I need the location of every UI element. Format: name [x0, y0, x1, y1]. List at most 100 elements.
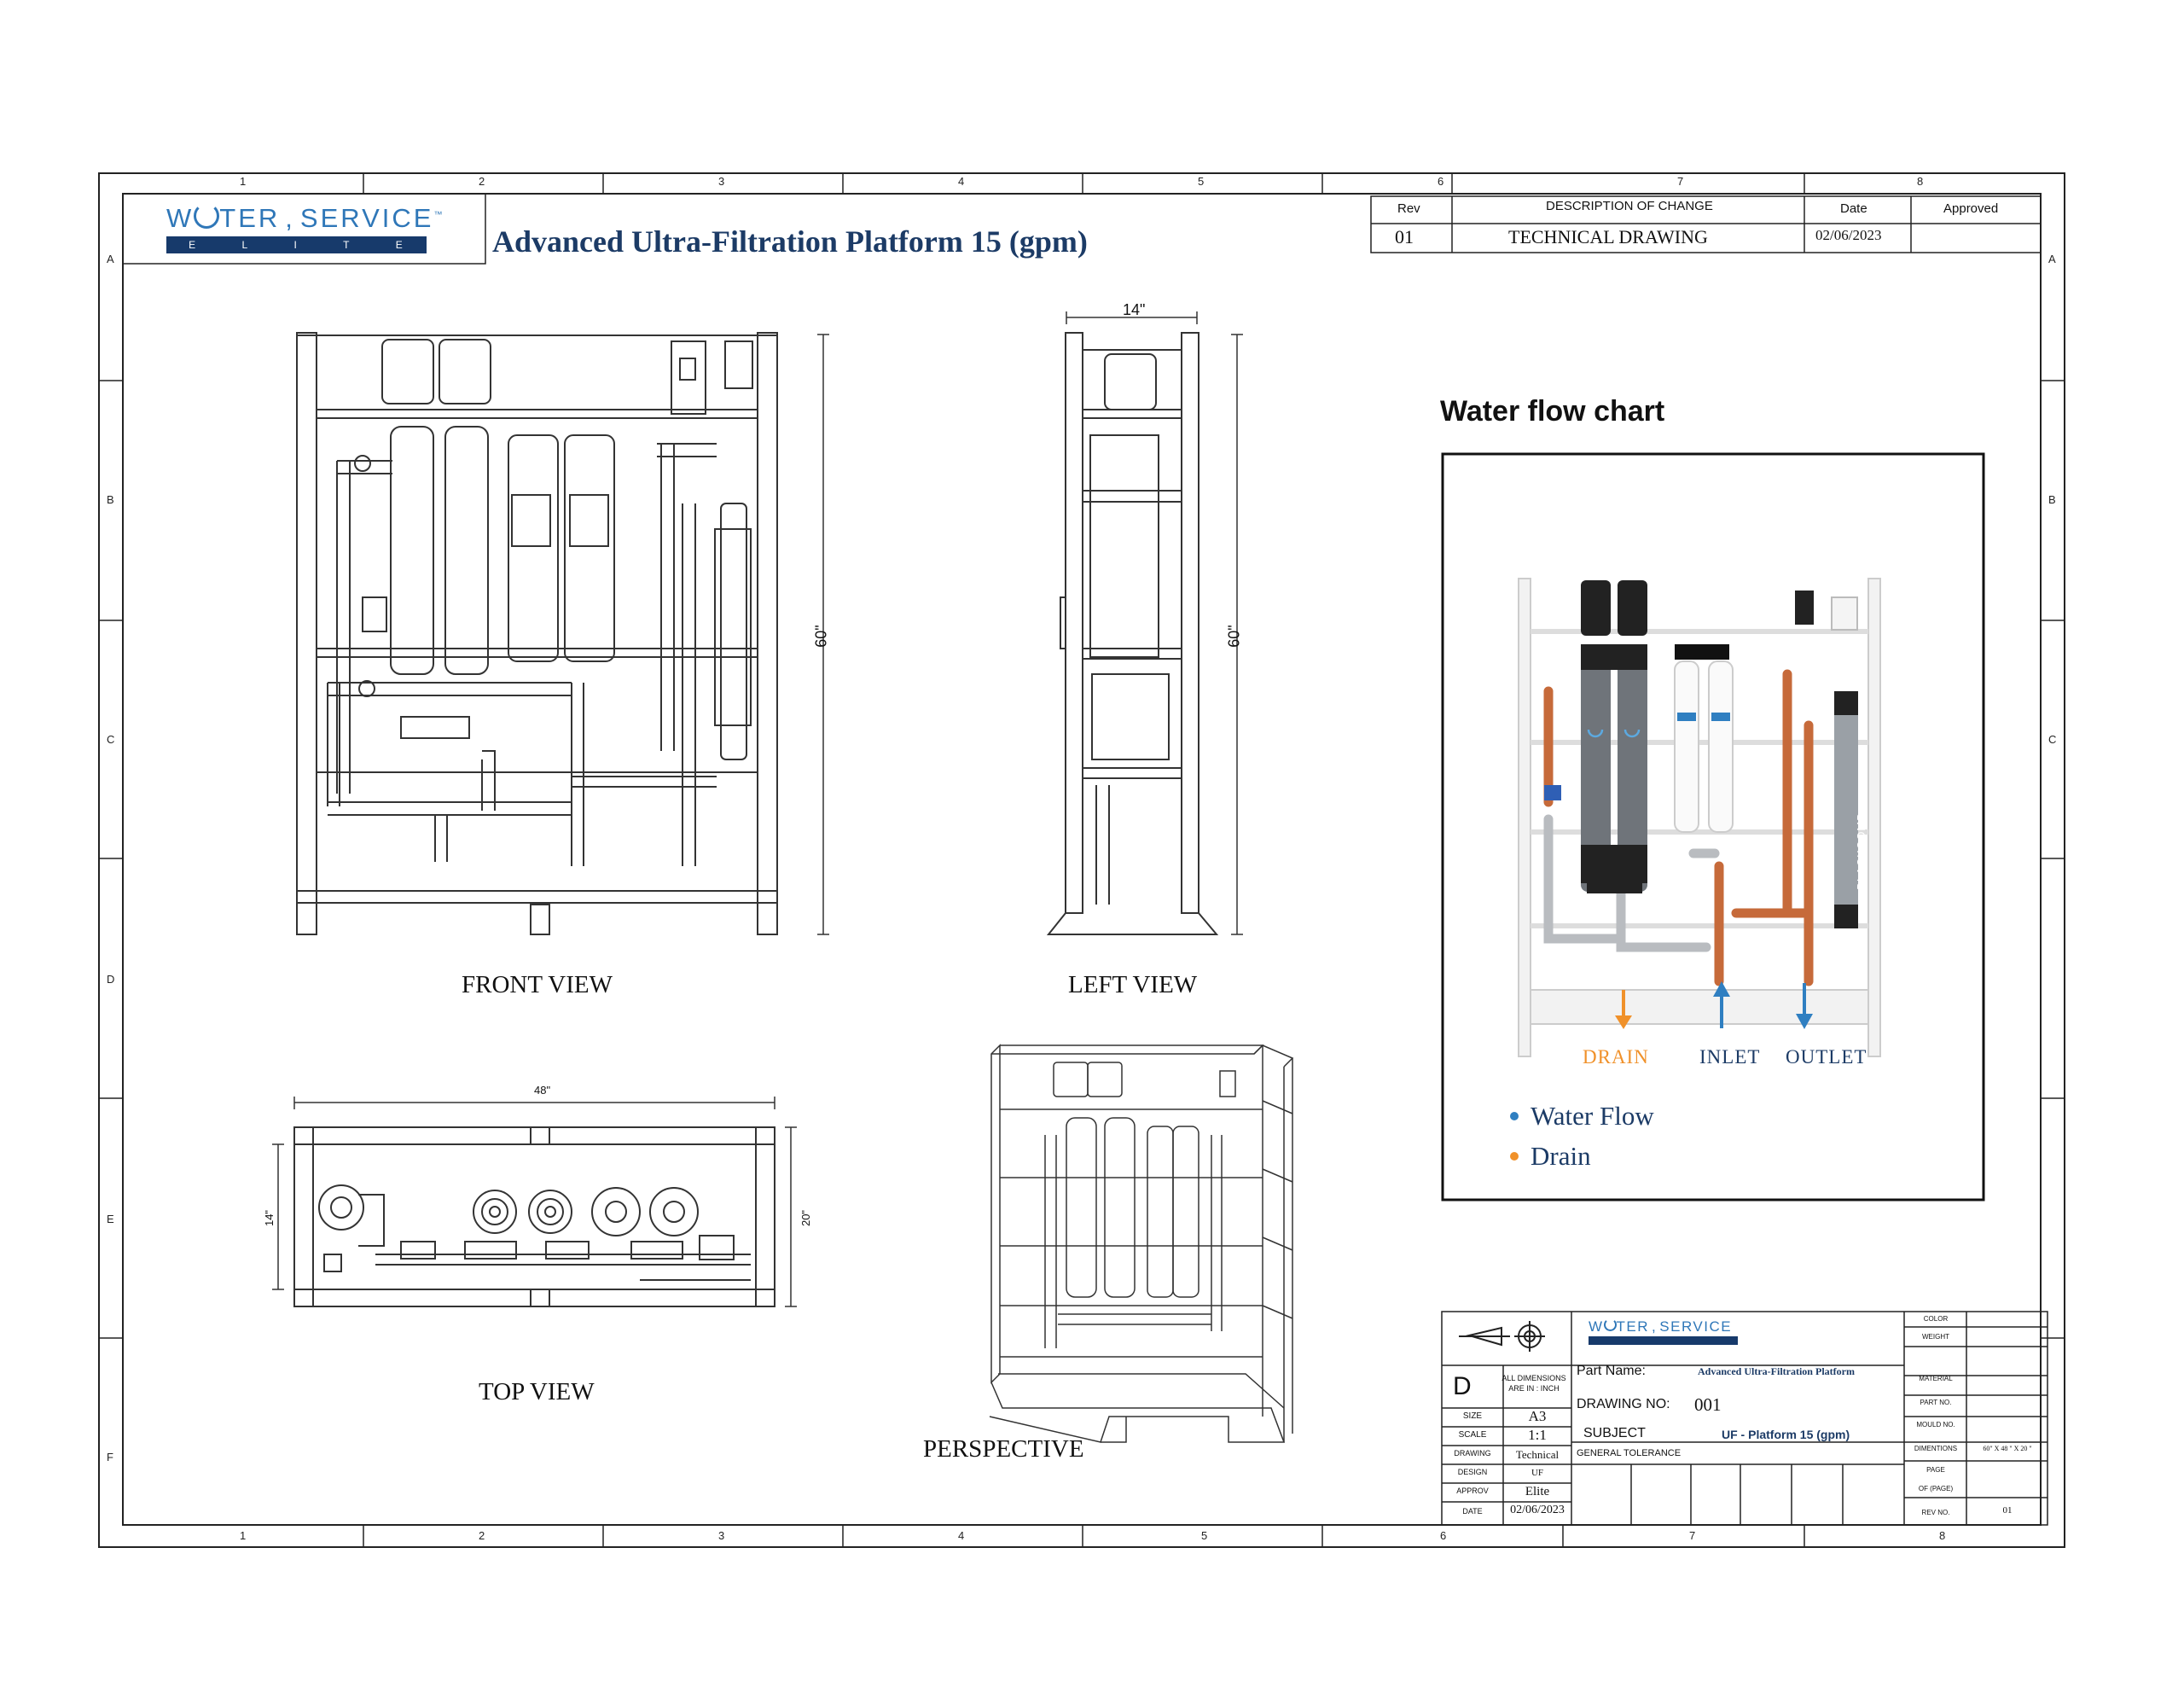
logo-tm: ™: [433, 210, 445, 220]
sheet-size-letter: D: [1453, 1372, 1472, 1400]
description-value: TECHNICAL DRAWING: [1508, 226, 1708, 247]
zone-bottom-8: 8: [1939, 1529, 1946, 1542]
general-tolerance-label: GENERAL TOLERANCE: [1577, 1448, 1682, 1458]
rev-value: 01: [1395, 226, 1414, 247]
left-width-dim: 14": [1123, 301, 1146, 318]
design-label: DESIGN: [1457, 1468, 1488, 1476]
approval-label: APPROV: [1456, 1487, 1489, 1495]
weight-label: WEIGHT: [1922, 1333, 1949, 1341]
rev-no-label: REV NO.: [1921, 1509, 1950, 1516]
zone-left-c: C: [107, 733, 115, 746]
design-value: UF: [1531, 1468, 1544, 1478]
left-view-label: LEFT VIEW: [1068, 971, 1198, 998]
drawing-title: Advanced Ultra-Filtration Platform 15 (g…: [492, 224, 1088, 259]
rev-header: Rev: [1397, 201, 1420, 216]
zone-top-6: 6: [1438, 175, 1444, 188]
date-value: 02/06/2023: [1815, 227, 1882, 243]
drain-label: DRAIN: [1583, 1046, 1649, 1068]
part-name-value: Advanced Ultra-Filtration Platform: [1698, 1365, 1855, 1377]
tb-logo-bar: [1589, 1336, 1738, 1345]
legend-water-flow: Water Flow: [1510, 1101, 1654, 1132]
part-name-label: Part Name:: [1577, 1364, 1646, 1378]
rev-no-value: 01: [2002, 1505, 2013, 1516]
dim-note-1: ALL DIMENSIONS: [1502, 1374, 1566, 1382]
drawing-type-value: Technical: [1515, 1448, 1560, 1461]
scale-value: 1:1: [1528, 1427, 1547, 1443]
subject-value: UF - Platform 15 (gpm): [1722, 1428, 1850, 1441]
dimensions-label: DIMENTIONS: [1914, 1445, 1958, 1452]
dimensions-value: 60" X 48 " X 20 ": [1983, 1445, 2032, 1452]
date-header: Date: [1840, 201, 1867, 216]
drain-dot-icon: [1510, 1152, 1519, 1161]
zone-top-5: 5: [1198, 175, 1205, 188]
logo-letter-w: W: [166, 203, 195, 233]
zone-left-b: B: [107, 493, 114, 506]
zone-top-2: 2: [479, 175, 485, 188]
size-value: A3: [1528, 1408, 1547, 1424]
perspective-label: PERSPECTIVE: [923, 1435, 1084, 1463]
tb-logo-w: W: [1589, 1318, 1604, 1335]
zone-bottom-1: 1: [240, 1529, 247, 1542]
top-view-drawing: [293, 1126, 775, 1307]
page-label: PAGE: [1926, 1466, 1945, 1474]
front-view-label: FRONT VIEW: [462, 971, 613, 998]
drawing-no-label: DRAWING NO:: [1577, 1397, 1670, 1411]
zone-left-f: F: [107, 1451, 113, 1463]
legend-water-flow-label: Water Flow: [1531, 1101, 1654, 1131]
zone-left-e: E: [107, 1213, 114, 1225]
zone-bottom-7: 7: [1689, 1529, 1696, 1542]
description-header: DESCRIPTION OF CHANGE: [1546, 199, 1713, 213]
logo-bar-letter: L: [241, 239, 250, 251]
perspective-drawing: [989, 1044, 1294, 1443]
flow-chart-title: Water flow chart: [1440, 395, 1665, 428]
water-drop-icon: [1603, 1318, 1617, 1331]
zone-right-c: C: [2048, 733, 2057, 746]
zone-left-d: D: [107, 973, 115, 986]
logo-bar-letter: T: [343, 239, 351, 251]
approval-value: Elite: [1525, 1485, 1550, 1498]
part-no-label: PART NO.: [1920, 1399, 1952, 1406]
zone-bottom-6: 6: [1440, 1529, 1447, 1542]
dim-note-2: ARE IN : INCH: [1508, 1384, 1560, 1393]
zone-top-4: 4: [958, 175, 965, 188]
drawing-no-value: 001: [1694, 1394, 1722, 1415]
zone-top-1: 1: [240, 175, 247, 188]
left-view-drawing: [1046, 332, 1219, 935]
zone-top-3: 3: [718, 175, 725, 188]
front-view-drawing: [296, 332, 778, 935]
drawing-type-label: DRAWING: [1454, 1449, 1491, 1458]
logo-elite-bar: E L I T E: [166, 236, 427, 253]
zone-bottom-2: 2: [479, 1529, 485, 1542]
zone-right-a: A: [2048, 253, 2056, 265]
logo-word-service: SERVICE: [299, 203, 434, 233]
legend-drain: Drain: [1510, 1141, 1591, 1172]
date-label: DATE: [1462, 1507, 1483, 1516]
zone-bottom-5: 5: [1201, 1529, 1208, 1542]
top-view-label: TOP VIEW: [479, 1378, 595, 1405]
material-label: MATERIAL: [1919, 1375, 1953, 1382]
zone-bottom-4: 4: [958, 1529, 965, 1542]
approved-header: Approved: [1943, 201, 1999, 216]
inlet-label: INLET: [1699, 1046, 1761, 1068]
water-flow-dot-icon: [1510, 1112, 1519, 1120]
of-page-label: OF (PAGE): [1918, 1485, 1954, 1492]
water-drop-icon: [194, 203, 220, 229]
logo-bar-letter: E: [395, 239, 404, 251]
tb-logo-ter: TER: [1616, 1318, 1650, 1335]
color-label: COLOR: [1923, 1315, 1949, 1323]
projection-symbol-icon: [1459, 1321, 1545, 1352]
zone-top-7: 7: [1677, 175, 1684, 188]
scale-label: SCALE: [1458, 1430, 1487, 1440]
zone-bottom-3: 3: [718, 1529, 725, 1542]
mould-no-label: MOULD NO.: [1916, 1421, 1955, 1428]
date-value-tb: 02/06/2023: [1510, 1504, 1565, 1516]
size-label: SIZE: [1462, 1411, 1483, 1421]
logo-bar-letter: E: [189, 239, 198, 251]
tb-logo-service: SERVICE: [1659, 1318, 1733, 1335]
legend-drain-label: Drain: [1531, 1141, 1591, 1171]
zone-left-a: A: [107, 253, 114, 265]
